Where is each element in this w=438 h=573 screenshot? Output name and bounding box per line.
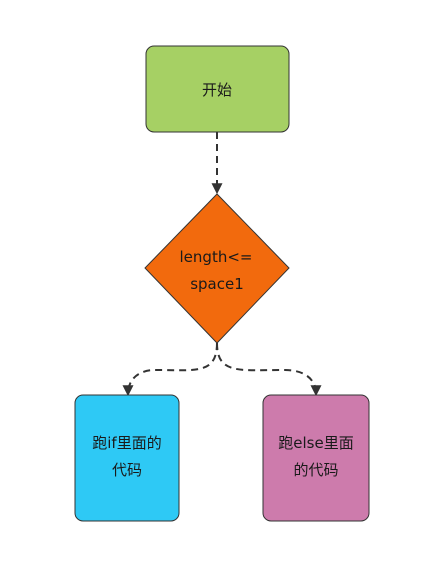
start-node-box [145, 45, 290, 133]
decision-node-line2: space1 [190, 275, 244, 293]
edge-decision-to-else [216, 342, 322, 397]
if-branch-node-line2: 代码 [112, 461, 142, 479]
else-branch-node-line1: 跑else里面 [278, 434, 353, 452]
decision-node-diamond [144, 193, 290, 344]
if-branch-node: 跑if里面的 代码 [74, 394, 180, 522]
else-branch-node-line2: 的代码 [293, 461, 338, 479]
start-node-label: 开始 [202, 81, 232, 99]
edge-decision-to-if [122, 342, 218, 397]
else-branch-node-box [262, 394, 370, 522]
if-branch-node-box [74, 394, 180, 522]
decision-node-line1: length<= [180, 248, 253, 266]
else-branch-node: 跑else里面 的代码 [262, 394, 370, 522]
decision-node: length<= space1 [144, 193, 290, 344]
start-node: 开始 [145, 45, 290, 133]
if-branch-node-line1: 跑if里面的 [92, 434, 161, 452]
